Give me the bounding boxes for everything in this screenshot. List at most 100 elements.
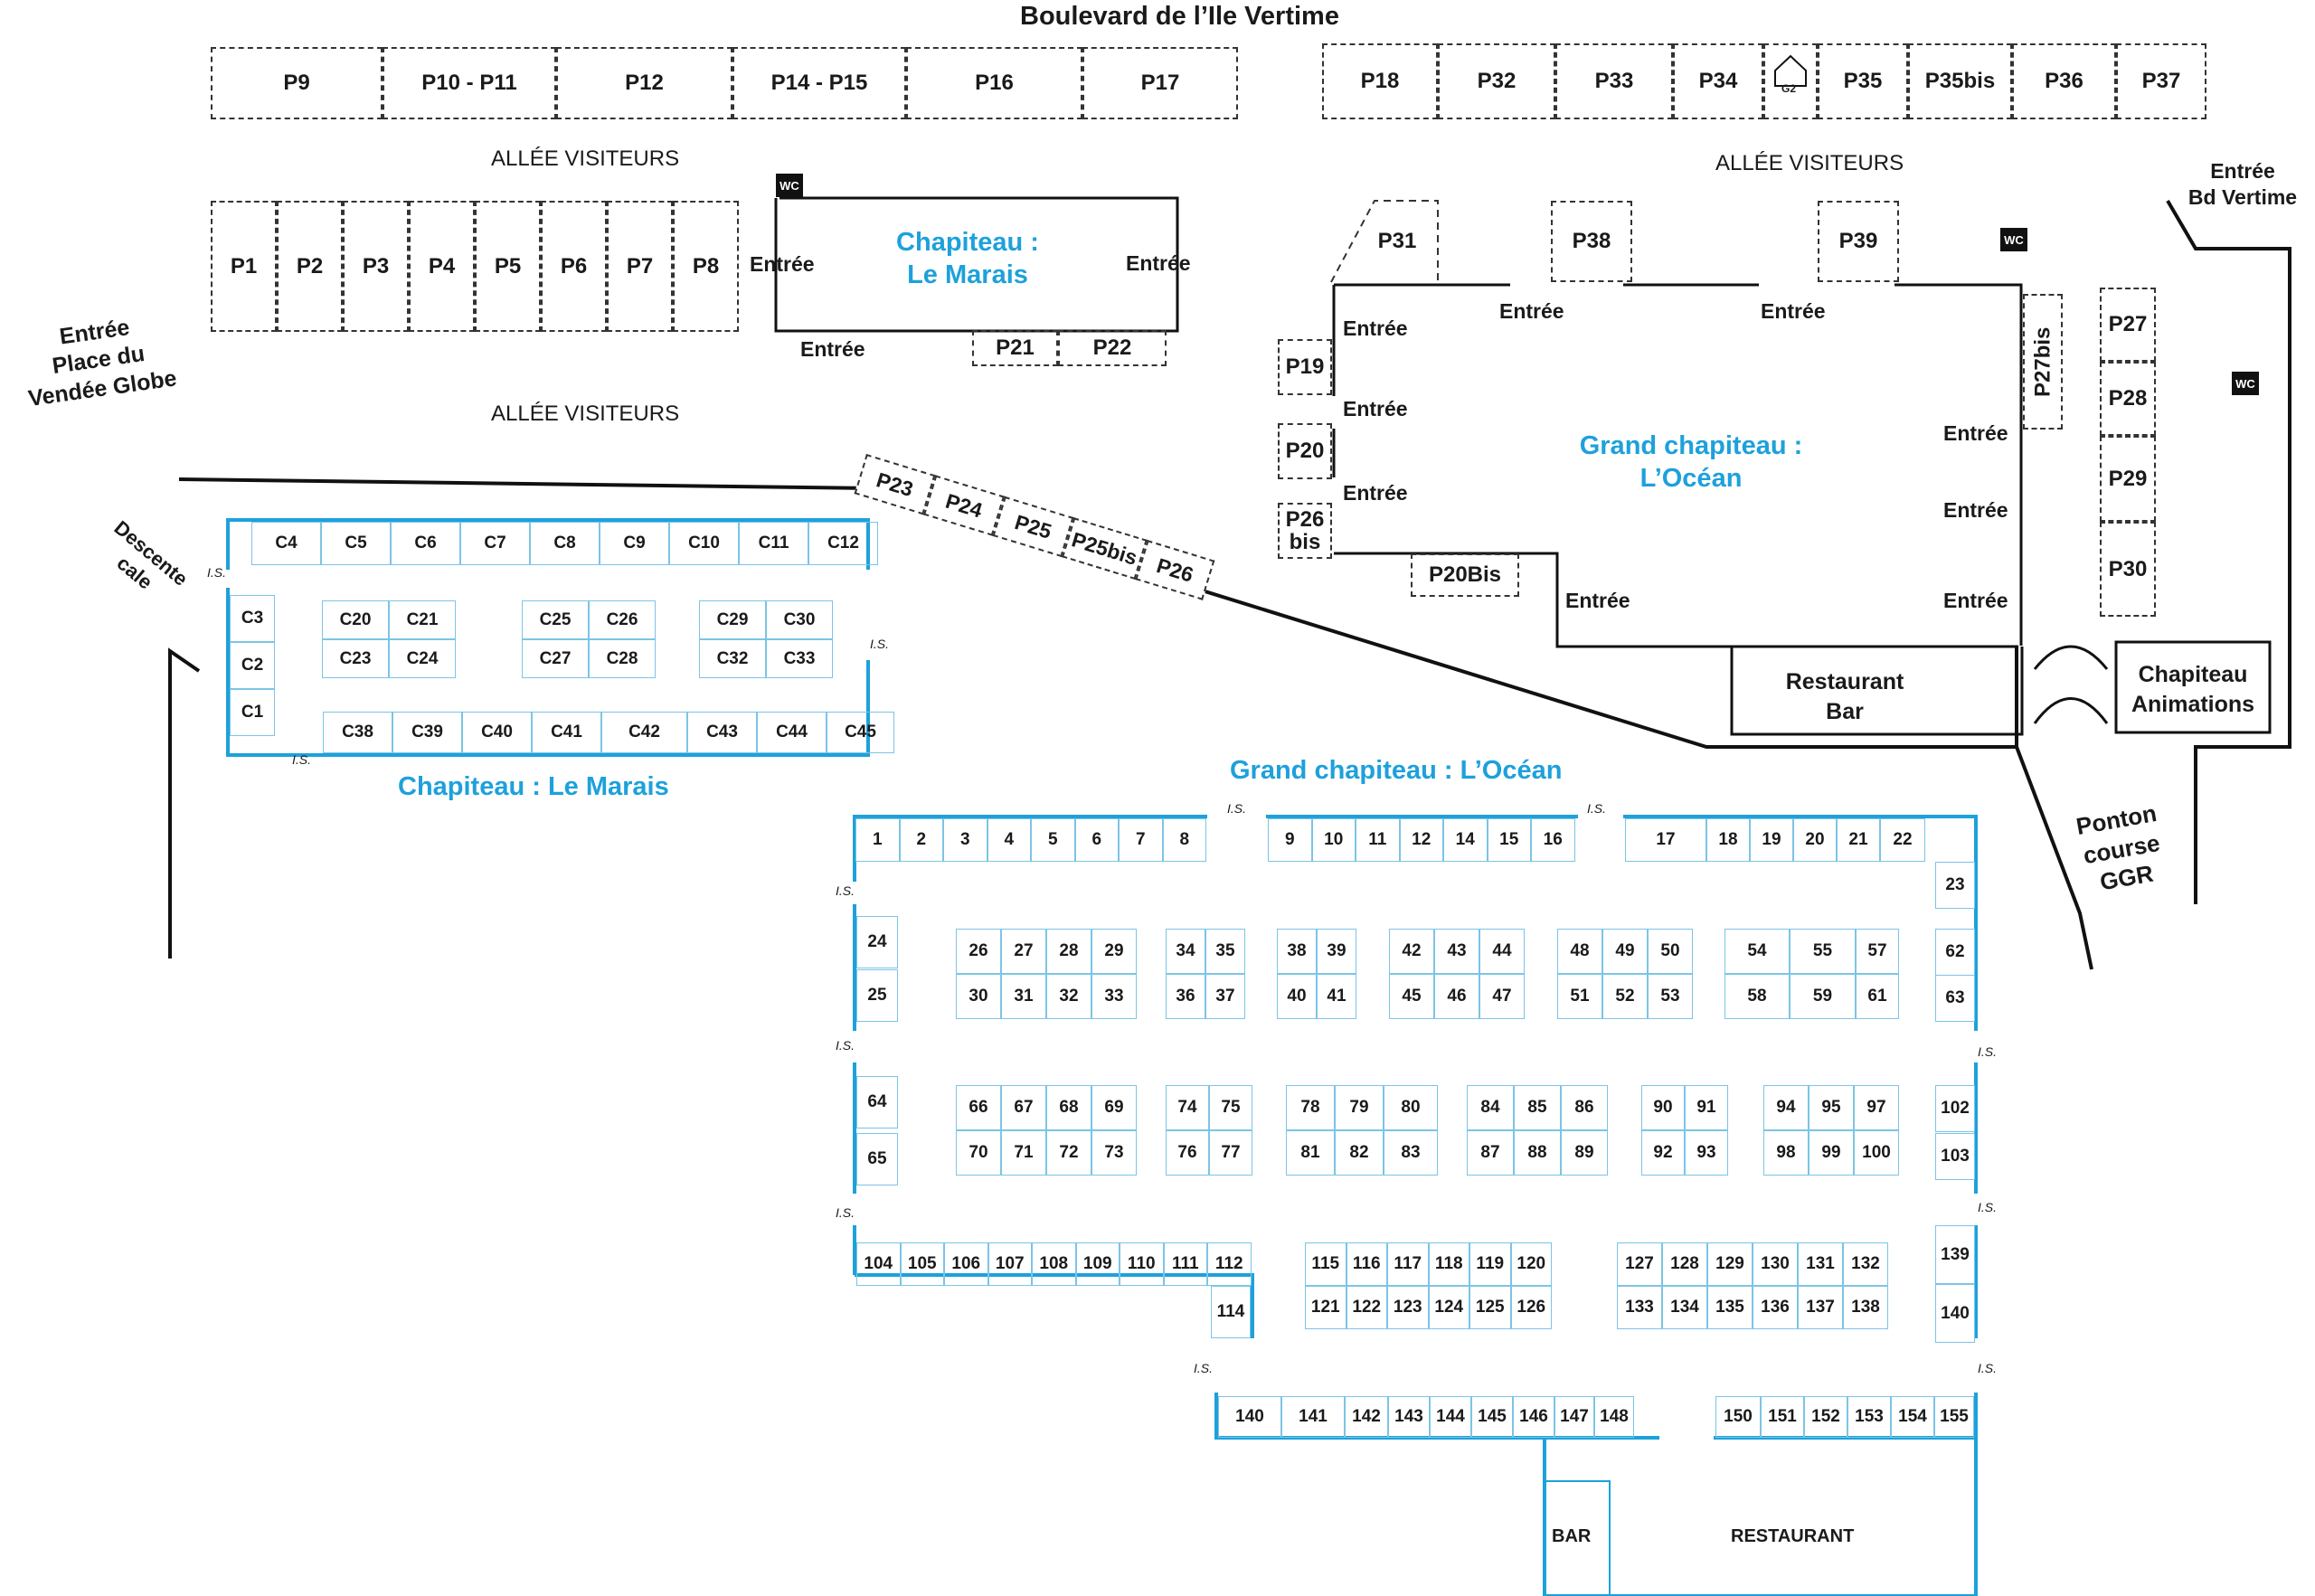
stand-138[interactable]: 138 bbox=[1843, 1286, 1888, 1329]
stand-11[interactable]: 11 bbox=[1356, 818, 1400, 862]
stand-43[interactable]: 43 bbox=[1434, 929, 1479, 974]
stand-30[interactable]: 30 bbox=[956, 974, 1001, 1019]
stand-128[interactable]: 128 bbox=[1662, 1242, 1707, 1286]
stand-29[interactable]: 29 bbox=[1091, 929, 1137, 974]
stand-98[interactable]: 98 bbox=[1763, 1130, 1809, 1176]
stand-17[interactable]: 17 bbox=[1625, 818, 1706, 862]
stand-150[interactable]: 150 bbox=[1715, 1396, 1761, 1438]
stand-50[interactable]: 50 bbox=[1648, 929, 1693, 974]
stand-143[interactable]: 143 bbox=[1388, 1396, 1430, 1438]
stand-c2[interactable]: C2 bbox=[230, 642, 275, 689]
stand-c25[interactable]: C25 bbox=[522, 600, 589, 639]
stand-135[interactable]: 135 bbox=[1707, 1286, 1753, 1329]
stand-91[interactable]: 91 bbox=[1685, 1085, 1728, 1130]
stand-p10-p11[interactable]: P10 - P11 bbox=[383, 47, 556, 119]
stand-p22[interactable]: P22 bbox=[1058, 330, 1167, 366]
stand-106[interactable]: 106 bbox=[944, 1242, 988, 1286]
stand-49[interactable]: 49 bbox=[1602, 929, 1648, 974]
stand-90[interactable]: 90 bbox=[1641, 1085, 1685, 1130]
stand-123[interactable]: 123 bbox=[1387, 1286, 1429, 1329]
stand-102[interactable]: 102 bbox=[1935, 1085, 1975, 1132]
stand-124[interactable]: 124 bbox=[1428, 1286, 1469, 1329]
stand-p37[interactable]: P37 bbox=[2116, 43, 2206, 119]
stand-116[interactable]: 116 bbox=[1346, 1242, 1387, 1286]
stand-9[interactable]: 9 bbox=[1268, 818, 1312, 862]
stand-86[interactable]: 86 bbox=[1561, 1085, 1608, 1130]
stand-10[interactable]: 10 bbox=[1311, 818, 1356, 862]
stand-92[interactable]: 92 bbox=[1641, 1130, 1685, 1176]
stand-c5[interactable]: C5 bbox=[321, 522, 391, 565]
stand-85[interactable]: 85 bbox=[1514, 1085, 1561, 1130]
stand-105[interactable]: 105 bbox=[900, 1242, 944, 1286]
stand-c33[interactable]: C33 bbox=[766, 639, 833, 678]
stand-47[interactable]: 47 bbox=[1479, 974, 1525, 1019]
stand-2[interactable]: 2 bbox=[899, 818, 943, 862]
stand-14[interactable]: 14 bbox=[1443, 818, 1488, 862]
stand-c30[interactable]: C30 bbox=[766, 600, 833, 639]
stand-94[interactable]: 94 bbox=[1763, 1085, 1809, 1130]
stand-100[interactable]: 100 bbox=[1854, 1130, 1899, 1176]
stand-61[interactable]: 61 bbox=[1856, 974, 1899, 1019]
stand-77[interactable]: 77 bbox=[1209, 1130, 1252, 1176]
stand-58[interactable]: 58 bbox=[1724, 974, 1790, 1019]
stand-p19[interactable]: P19 bbox=[1278, 339, 1332, 395]
stand-129[interactable]: 129 bbox=[1707, 1242, 1753, 1286]
stand-c29[interactable]: C29 bbox=[699, 600, 766, 639]
stand-136[interactable]: 136 bbox=[1753, 1286, 1798, 1329]
stand-120[interactable]: 120 bbox=[1510, 1242, 1552, 1286]
stand-119[interactable]: 119 bbox=[1469, 1242, 1511, 1286]
stand-64[interactable]: 64 bbox=[856, 1076, 898, 1129]
stand-24[interactable]: 24 bbox=[856, 916, 898, 968]
stand-51[interactable]: 51 bbox=[1557, 974, 1602, 1019]
stand-108[interactable]: 108 bbox=[1032, 1242, 1076, 1286]
stand-76[interactable]: 76 bbox=[1166, 1130, 1209, 1176]
stand-78[interactable]: 78 bbox=[1286, 1085, 1335, 1130]
stand-140[interactable]: 140 bbox=[1218, 1396, 1281, 1438]
stand-109[interactable]: 109 bbox=[1075, 1242, 1120, 1286]
stand-c9[interactable]: C9 bbox=[600, 522, 669, 565]
stand-p8[interactable]: P8 bbox=[673, 201, 739, 332]
stand-18[interactable]: 18 bbox=[1706, 818, 1750, 862]
stand-p4[interactable]: P4 bbox=[409, 201, 475, 332]
stand-c10[interactable]: C10 bbox=[669, 522, 739, 565]
stand-84[interactable]: 84 bbox=[1467, 1085, 1514, 1130]
stand-66[interactable]: 66 bbox=[956, 1085, 1001, 1130]
stand-p21[interactable]: P21 bbox=[972, 330, 1058, 366]
stand-107[interactable]: 107 bbox=[987, 1242, 1032, 1286]
stand-37[interactable]: 37 bbox=[1205, 974, 1245, 1019]
stand-p12[interactable]: P12 bbox=[556, 47, 732, 119]
stand-70[interactable]: 70 bbox=[956, 1130, 1001, 1176]
stand-p9[interactable]: P9 bbox=[211, 47, 383, 119]
stand-p29[interactable]: P29 bbox=[2100, 436, 2156, 522]
stand-5[interactable]: 5 bbox=[1031, 818, 1075, 862]
stand-127[interactable]: 127 bbox=[1617, 1242, 1662, 1286]
stand-3[interactable]: 3 bbox=[943, 818, 987, 862]
stand-c12[interactable]: C12 bbox=[808, 522, 878, 565]
stand-c27[interactable]: C27 bbox=[522, 639, 589, 678]
stand-83[interactable]: 83 bbox=[1384, 1130, 1438, 1176]
stand-41[interactable]: 41 bbox=[1317, 974, 1356, 1019]
stand-73[interactable]: 73 bbox=[1091, 1130, 1137, 1176]
stand-p39[interactable]: P39 bbox=[1818, 201, 1899, 282]
stand-g2[interactable] bbox=[1763, 43, 1818, 119]
stand-p14-p15[interactable]: P14 - P15 bbox=[732, 47, 906, 119]
stand-62[interactable]: 62 bbox=[1935, 929, 1975, 976]
stand-45[interactable]: 45 bbox=[1389, 974, 1434, 1019]
stand-p7[interactable]: P7 bbox=[607, 201, 673, 332]
stand-137[interactable]: 137 bbox=[1798, 1286, 1843, 1329]
stand-c7[interactable]: C7 bbox=[460, 522, 530, 565]
stand-p20bis[interactable]: P20Bis bbox=[1411, 553, 1519, 597]
stand-p30[interactable]: P30 bbox=[2100, 522, 2156, 617]
stand-88[interactable]: 88 bbox=[1514, 1130, 1561, 1176]
stand-99[interactable]: 99 bbox=[1809, 1130, 1854, 1176]
stand-126[interactable]: 126 bbox=[1510, 1286, 1552, 1329]
stand-110[interactable]: 110 bbox=[1120, 1242, 1164, 1286]
stand-145[interactable]: 145 bbox=[1471, 1396, 1513, 1438]
stand-c41[interactable]: C41 bbox=[532, 712, 601, 753]
stand-p5[interactable]: P5 bbox=[475, 201, 541, 332]
stand-68[interactable]: 68 bbox=[1046, 1085, 1091, 1130]
stand-122[interactable]: 122 bbox=[1346, 1286, 1387, 1329]
stand-38[interactable]: 38 bbox=[1277, 929, 1317, 974]
stand-21[interactable]: 21 bbox=[1837, 818, 1880, 862]
stand-147[interactable]: 147 bbox=[1554, 1396, 1594, 1438]
